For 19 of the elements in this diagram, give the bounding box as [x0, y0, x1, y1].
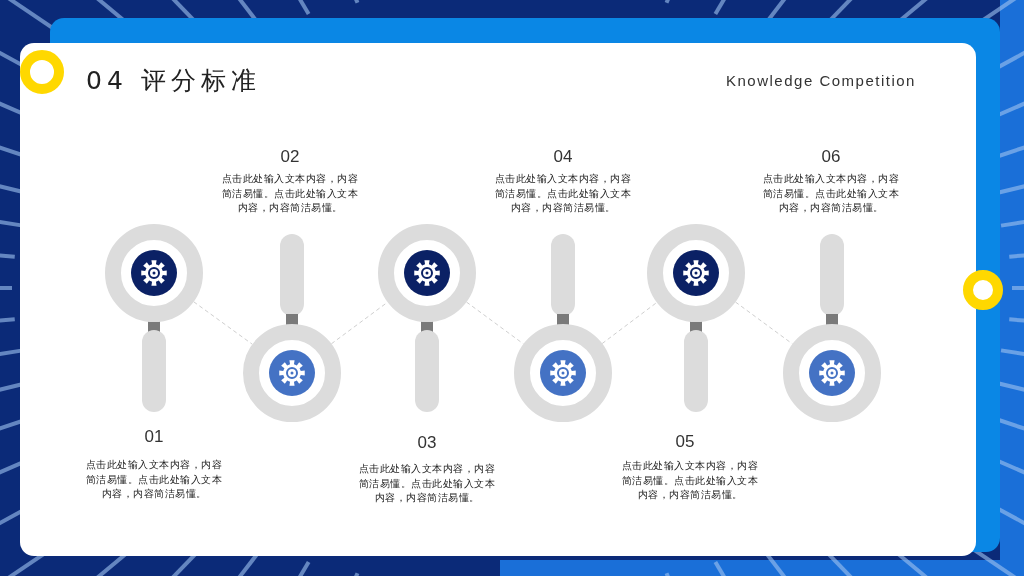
dashed-connector: [193, 301, 253, 345]
dashed-connector: [330, 301, 389, 345]
step-description: 点击此处输入文本内容，内容简洁易懂。点击此处输入文本内容，内容简洁易懂。: [84, 458, 224, 501]
step-number: 06: [820, 147, 842, 167]
step-number: 04: [552, 147, 574, 167]
step-description: 点击此处输入文本内容，内容简洁易懂。点击此处输入文本内容，内容简洁易懂。: [761, 172, 901, 215]
step-number: 01: [143, 427, 165, 447]
title: 04 评分标准: [86, 65, 261, 97]
step-description: 点击此处输入文本内容，内容简洁易懂。点击此处输入文本内容，内容简洁易懂。: [493, 172, 633, 215]
step-number: 05: [674, 432, 696, 452]
step-number: 02: [279, 147, 301, 167]
step-description: 点击此处输入文本内容，内容简洁易懂。点击此处输入文本内容，内容简洁易懂。: [620, 459, 760, 502]
dashed-connector: [466, 301, 524, 345]
step-description: 点击此处输入文本内容，内容简洁易懂。点击此处输入文本内容，内容简洁易懂。: [220, 172, 360, 215]
subtitle: Knowledge Competition: [726, 72, 916, 89]
dashed-connector: [735, 301, 793, 345]
dashed-connector: [601, 301, 658, 345]
step-number: 03: [416, 433, 438, 453]
step-description: 点击此处输入文本内容，内容简洁易懂。点击此处输入文本内容，内容简洁易懂。: [357, 462, 497, 505]
